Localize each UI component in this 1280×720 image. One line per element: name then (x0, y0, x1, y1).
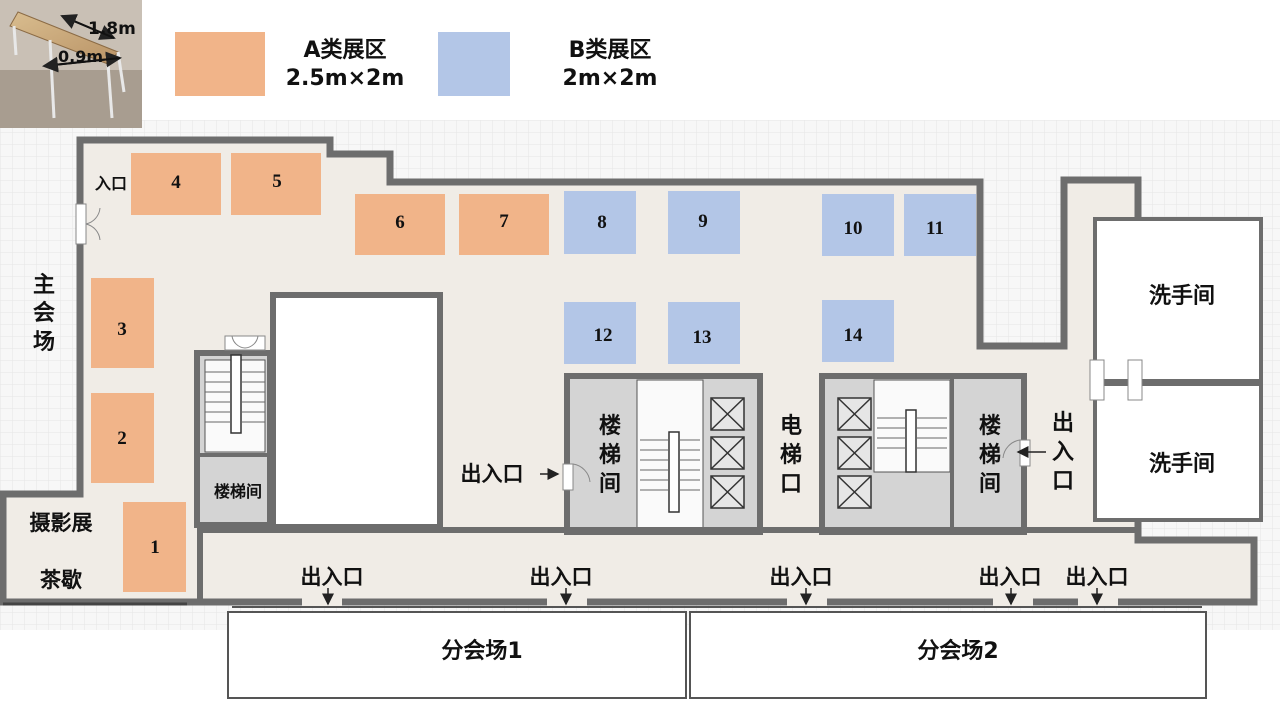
table-photo: 1.8m 0.9m (0, 0, 142, 128)
central-block (270, 292, 443, 530)
booth-6-label: 6 (395, 212, 405, 233)
booth-12-label: 12 (594, 325, 613, 346)
exit-bottom-4-label: 出入口 (979, 565, 1042, 589)
sub-hall-2 (689, 611, 1207, 699)
booth-12 (564, 302, 636, 364)
zone-a-booths (91, 153, 549, 592)
stair-left-label: 楼梯间 (214, 482, 262, 501)
stair-right-char-1: 楼 (979, 414, 1001, 439)
booth-11-label: 11 (926, 218, 944, 239)
svg-text:电: 电 (780, 414, 802, 439)
booth-8 (564, 191, 636, 254)
sub-hall-2-label: 分会场2 (917, 638, 998, 664)
restroom-top-label: 洗手间 (1149, 284, 1215, 309)
stair-center-block: 楼 梯 间 (564, 373, 763, 535)
legend-b-swatch (438, 32, 510, 96)
legend-a-title: A类展区 (303, 38, 386, 63)
elevator-cabins (710, 397, 745, 509)
stair-center-char-2: 梯 (599, 442, 621, 468)
exit-bottom-5-label: 出入口 (1066, 565, 1129, 589)
booth-5 (231, 153, 321, 215)
svg-text:会: 会 (33, 300, 55, 326)
tea-break-label: 茶歇 (40, 568, 82, 592)
table-width-label: 0.9m (58, 47, 103, 66)
exit-bottom-1-label: 出入口 (301, 565, 364, 589)
table-length-label: 1.8m (88, 19, 136, 39)
elevator-label: 电 梯 口 (780, 414, 802, 497)
booth-9-label: 9 (698, 211, 708, 232)
booth-4 (131, 153, 221, 215)
exit-arrows (322, 446, 1103, 606)
booth-1 (123, 502, 186, 592)
booth-4-label: 4 (171, 172, 181, 193)
stair-center-char-1: 楼 (599, 414, 621, 439)
svg-text:出: 出 (1052, 411, 1074, 436)
booth-2 (91, 393, 154, 483)
booth-3-label: 3 (117, 319, 127, 340)
exit-bottom-3-label: 出入口 (770, 565, 833, 589)
booth-7 (459, 194, 549, 255)
booth-6 (355, 194, 445, 255)
zone-b-booths (564, 191, 976, 364)
svg-text:主: 主 (33, 273, 55, 298)
main-hall-label: 主 会 场 (33, 273, 55, 355)
restroom-bottom-label: 洗手间 (1149, 452, 1215, 477)
booth-14 (822, 300, 894, 362)
booth-2-label: 2 (117, 428, 127, 449)
stair-right-char-2: 梯 (979, 442, 1001, 468)
restroom-bottom (1093, 382, 1263, 522)
booth-14-label: 14 (844, 325, 864, 346)
doors (75, 203, 1143, 491)
stair-center-char-3: 间 (599, 472, 621, 497)
exit-bottom-2-label: 出入口 (530, 565, 593, 589)
svg-text:口: 口 (780, 472, 802, 497)
booth-10 (822, 194, 894, 256)
entrance-label: 入口 (95, 174, 127, 193)
sub-hall-1-label: 分会场1 (441, 638, 522, 664)
booth-3 (91, 278, 154, 368)
booth-8-label: 8 (597, 212, 607, 233)
stair-left-block: 楼梯间 (194, 350, 273, 528)
stair-right-block: 楼 梯 间 (819, 373, 1027, 535)
restroom-top (1093, 217, 1263, 383)
exit-center-label: 出入口 (461, 462, 524, 486)
sub-hall-1 (227, 611, 687, 699)
svg-text:场: 场 (33, 330, 55, 355)
stair-right-char-3: 间 (979, 472, 1001, 497)
exit-right-label: 出 入 口 (1052, 411, 1074, 494)
booth-13-label: 13 (693, 327, 712, 348)
legend-b-size: 2m×2m (563, 66, 658, 91)
legend-a-swatch (175, 32, 265, 96)
svg-text:梯: 梯 (780, 442, 802, 468)
photo-exhibit-label: 摄影展 (30, 511, 93, 535)
svg-text:口: 口 (1052, 469, 1074, 494)
booth-13 (668, 302, 740, 364)
booth-1-label: 1 (150, 537, 160, 558)
booth-5-label: 5 (272, 171, 282, 192)
booth-11 (904, 194, 976, 256)
booth-9 (668, 191, 740, 254)
legend-b-title: B类展区 (569, 38, 652, 63)
svg-text:入: 入 (1052, 440, 1074, 465)
booth-10-label: 10 (844, 218, 863, 239)
booth-7-label: 7 (499, 211, 509, 232)
legend: A类展区 2.5m×2m B类展区 2m×2m (175, 32, 657, 96)
legend-a-size: 2.5m×2m (286, 66, 405, 91)
